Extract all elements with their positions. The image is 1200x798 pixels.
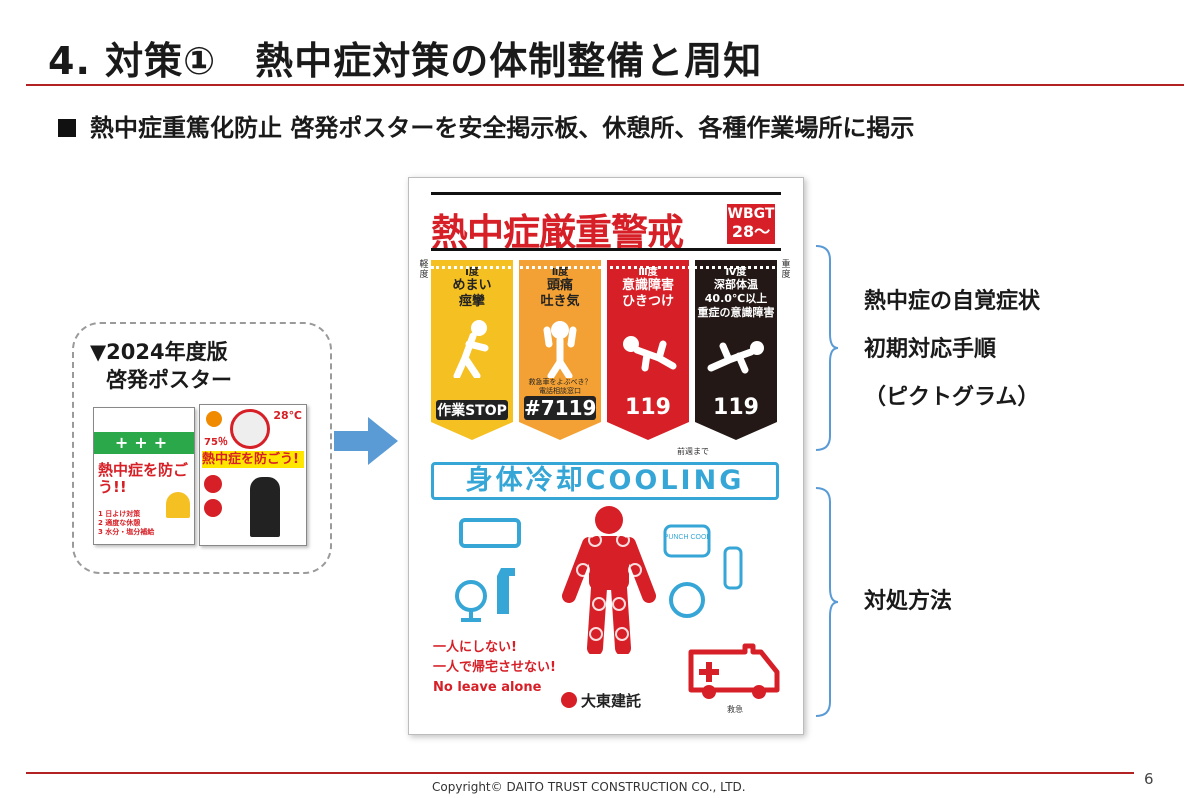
level-3-symptom: 意識障害 ひきつけ xyxy=(621,278,674,309)
level-2-column: Ⅱ度 頭痛 吐き気 救急車をよぶべき？ 電話相談窓口 #7119 xyxy=(519,260,601,440)
bullet-line: 熱中症重篤化防止 啓発ポスターを安全掲示板、休憩所、各種作業場所に掲示 xyxy=(58,108,914,143)
right-arrow-icon xyxy=(334,417,398,465)
poster-title: 熱中症厳重警戒 xyxy=(431,211,684,254)
brand-name: 大東建託 xyxy=(581,692,642,710)
dizzy-person-icon xyxy=(453,320,489,378)
worker-silhouette-icon xyxy=(250,477,280,537)
lower-section-label: 対処方法 xyxy=(864,589,953,614)
square-bullet-icon xyxy=(58,119,76,137)
mini-poster-2023: +++ 熱中症を防ごう!! 1 日よけ対策 2 適度な休憩 3 水分・塩分補給 xyxy=(93,407,195,545)
upper-label-line-2: 初期対応手順 xyxy=(864,337,997,362)
footer-rule xyxy=(26,772,1134,774)
punch-cool-icon xyxy=(663,524,711,558)
level-3-column: Ⅲ度 意識障害 ひきつけ 119 xyxy=(607,260,689,440)
spray-bottle-icon xyxy=(497,568,515,614)
fan-icon xyxy=(455,580,487,612)
poster-callout-box xyxy=(72,322,332,574)
poster-warnings: 一人にしない! 一人で帰宅させない! No leave alone xyxy=(433,638,556,698)
level-1-symptom: めまい 痙攣 xyxy=(452,278,492,309)
level-2-symptom: 頭痛 吐き気 xyxy=(540,278,580,309)
lower-brace xyxy=(815,487,839,717)
mini-pct: 75％ xyxy=(204,437,228,448)
upper-brace xyxy=(815,245,839,451)
brand-logo: 大東建託 xyxy=(561,690,641,711)
poster-top-rule xyxy=(431,192,781,195)
svg-text:PUNCH COOL: PUNCH COOL xyxy=(664,534,711,541)
callout-line-2: 啓発ポスター xyxy=(106,368,232,392)
collapsed-person-icon xyxy=(623,336,677,372)
headache-person-icon xyxy=(543,321,577,378)
mini-temp: 28℃ xyxy=(273,409,302,422)
mini-point-2: 2 適度な休憩 xyxy=(98,519,141,527)
warning-line-2: 一人で帰宅させない! xyxy=(433,660,556,675)
air-conditioner-icon xyxy=(459,518,521,548)
level-3-action: 119 xyxy=(625,395,671,420)
brand-mark-icon xyxy=(561,692,577,708)
level-4-action: 119 xyxy=(713,395,759,420)
slide-title: 4. 対策① 熱中症対策の体制整備と周知 xyxy=(48,39,763,83)
warning-line-1: 一人にしない! xyxy=(433,640,517,655)
upper-section-label: 熱中症の自覚症状 初期対応手順 （ピクトグラム） xyxy=(864,278,1040,422)
cooling-items-icons: PUNCH COOL xyxy=(663,524,743,618)
poster-small-note: 前週まで xyxy=(677,447,709,456)
callout-caption: ▼2024年度版 啓発ポスター xyxy=(90,338,232,394)
poster-title-rule xyxy=(431,248,781,251)
body-cooling-points-icon xyxy=(562,506,656,654)
level-3-label: Ⅲ度 xyxy=(638,267,658,278)
hand-fan-icon xyxy=(669,582,705,618)
mini-point-1: 1 日よけ対策 xyxy=(98,510,141,518)
level-4-label: Ⅳ度 xyxy=(725,267,747,278)
mini2-banner: 熱中症を防ごう! xyxy=(202,451,304,468)
page-number: 6 xyxy=(1144,770,1154,788)
ambulance-label: 救急 xyxy=(727,705,743,714)
mini-point-3: 3 水分・塩分補給 xyxy=(98,528,155,536)
callout-line-1: ▼2024年度版 xyxy=(90,340,228,364)
point-dot-icon xyxy=(204,475,222,493)
level-2-note: 救急車をよぶべき？ 電話相談窓口 xyxy=(528,378,592,395)
level-1-action: 作業STOP xyxy=(436,400,508,420)
mini-poster-2024: 28℃ 75％ 熱中症を防ごう! xyxy=(199,404,307,546)
water-bottle-icon xyxy=(723,546,743,590)
sun-icon xyxy=(206,411,222,427)
level-1-column: Ⅰ度 めまい 痙攣 作業STOP xyxy=(431,260,513,440)
mild-label: 軽度 xyxy=(419,260,429,280)
section-braces xyxy=(815,245,839,717)
severe-label: 重度 xyxy=(781,260,791,280)
cooling-banner: 身体冷却COOLING xyxy=(431,462,779,500)
level-4-column: Ⅳ度 深部体温 40.0℃以上 重症の意識障害 119 xyxy=(695,260,777,440)
level-2-action: #7119 xyxy=(524,396,597,420)
worker-helmet-icon xyxy=(166,492,190,518)
severity-dotted-line xyxy=(431,266,781,269)
mini-banner: 熱中症を防ごう!! xyxy=(98,461,189,496)
bullet-text: 熱中症重篤化防止 啓発ポスターを安全掲示板、休憩所、各種作業場所に掲示 xyxy=(90,114,915,142)
level-4-symptom: 深部体温 40.0℃以上 重症の意識障害 xyxy=(697,278,775,319)
warning-line-3: No leave alone xyxy=(433,680,542,695)
upper-label-line-1: 熱中症の自覚症状 xyxy=(864,289,1041,314)
upper-label-line-3: （ピクトグラム） xyxy=(864,385,1040,410)
level-1-label: Ⅰ度 xyxy=(465,267,479,278)
copyright-text: Copyright© DAITO TRUST CONSTRUCTION CO.,… xyxy=(432,780,746,794)
level-2-label: Ⅱ度 xyxy=(551,267,569,278)
ambulance-icon xyxy=(688,643,780,699)
point-dot-icon xyxy=(204,499,222,517)
thermometer-dial-icon xyxy=(230,409,270,449)
title-underline xyxy=(26,84,1184,86)
cooling-appliances-icons xyxy=(455,518,521,622)
mini-cross-band: +++ xyxy=(94,432,194,454)
unconscious-person-icon xyxy=(707,341,764,374)
